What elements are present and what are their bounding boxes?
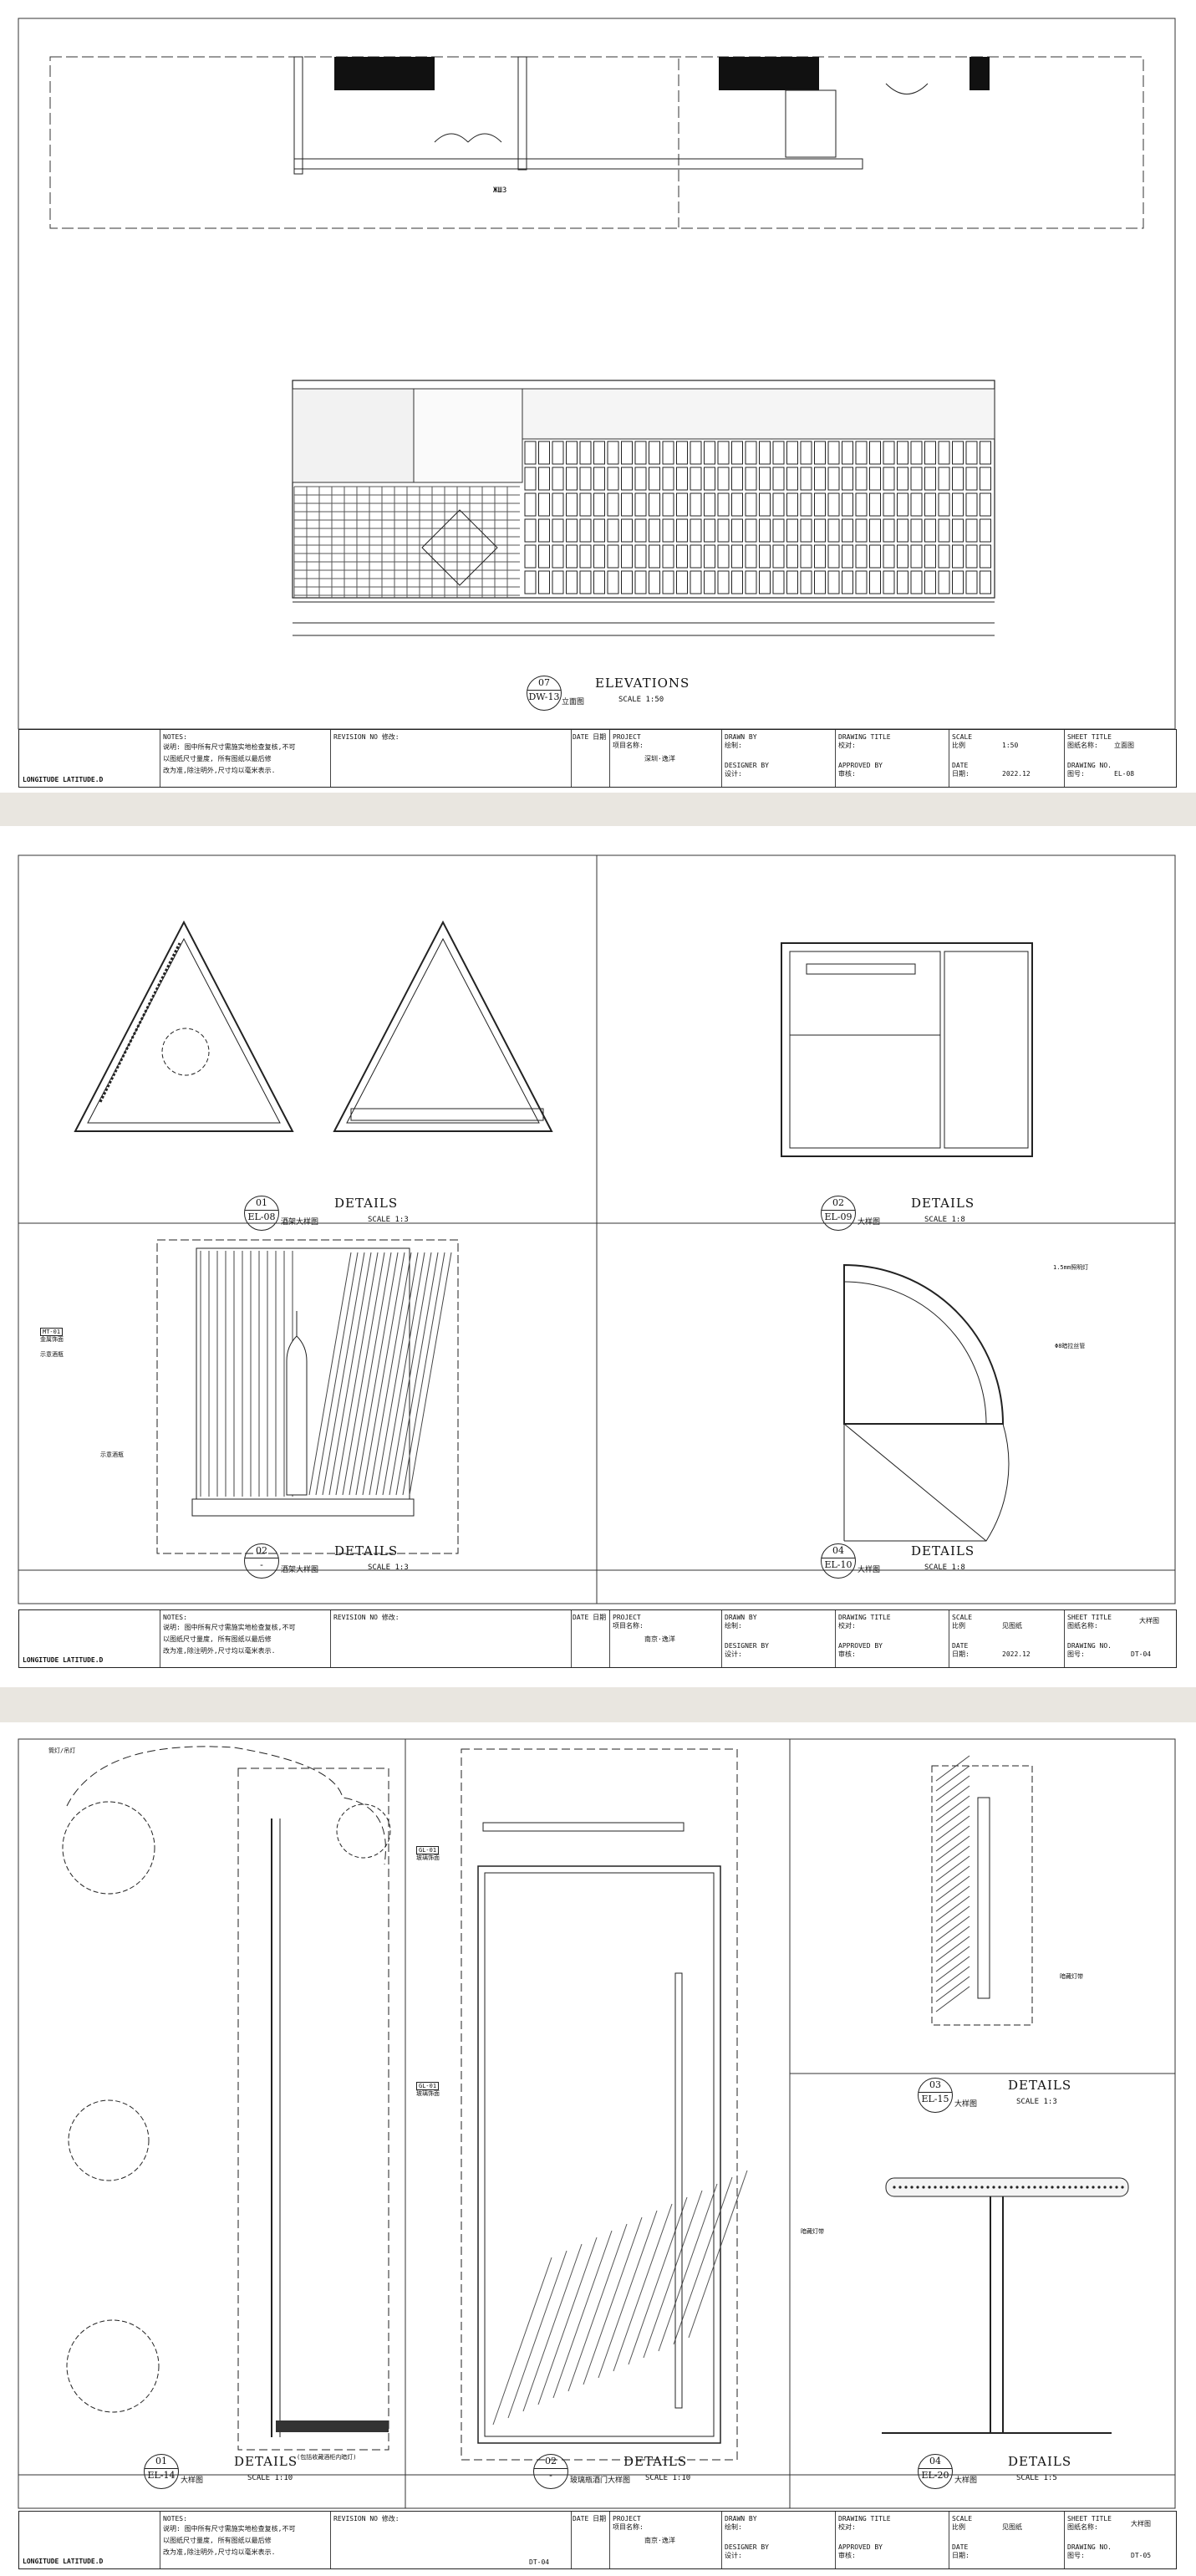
caption-title: ELEVATIONS: [595, 676, 690, 691]
label-strip: 暗藏灯带: [1060, 1973, 1083, 1980]
label-led: 1.5mm照明灯: [1053, 1264, 1089, 1271]
details-drawing-2: [18, 1738, 1176, 2509]
plan-label: ЖШЗ: [493, 186, 506, 195]
title-block-3: LONGITUDE LATITUDE.D NOTES: 说明: 图中所有尺寸需施…: [18, 2511, 1177, 2569]
label-pipe: Φ8暗拉丝管: [1055, 1343, 1086, 1349]
logo: LONGITUDE LATITUDE.D: [23, 776, 104, 783]
title-block-2: LONGITUDE LATITUDE.D NOTES: 说明: 图中所有尺寸需施…: [18, 1609, 1177, 1668]
details-drawing-1: [18, 854, 1176, 1604]
label-lamp: 筒灯/吊灯: [48, 1747, 76, 1754]
caption-sub: 立面图: [562, 698, 585, 706]
caption-scale: SCALE 1:50: [618, 696, 664, 704]
label-strip-2: 暗藏灯带: [801, 2228, 824, 2235]
elevation-drawing: ЖШЗ: [18, 18, 1176, 730]
label-show-2: 示意酒瓶: [100, 1451, 124, 1458]
label-note: (包括收藏酒柜内暗灯): [297, 2454, 357, 2461]
title-block: LONGITUDE LATITUDE.D NOTES: 说明: 图中所有尺寸需施…: [18, 729, 1177, 788]
label-show: 示意酒瓶: [40, 1351, 64, 1358]
